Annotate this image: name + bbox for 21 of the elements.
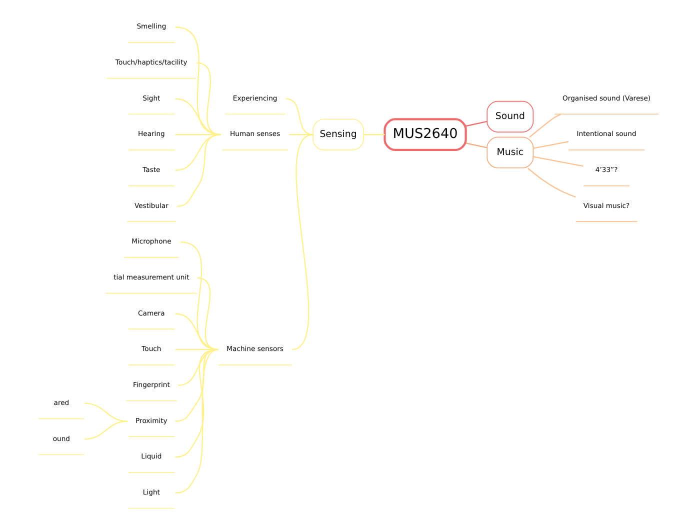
connector bbox=[289, 134, 314, 136]
connector bbox=[175, 134, 222, 172]
connector bbox=[533, 141, 569, 149]
connector bbox=[286, 98, 314, 136]
node-box: Music bbox=[486, 136, 534, 168]
connector bbox=[363, 134, 385, 136]
connector bbox=[529, 114, 562, 138]
connector bbox=[533, 156, 584, 167]
connector bbox=[84, 420, 128, 440]
node-box: Sensing bbox=[312, 118, 364, 150]
connector bbox=[292, 134, 314, 350]
node-box: Sound bbox=[486, 100, 534, 132]
connector bbox=[466, 142, 488, 148]
connector bbox=[175, 349, 219, 494]
connector bbox=[527, 168, 576, 198]
connector bbox=[84, 402, 128, 422]
connector bbox=[466, 120, 488, 127]
connector bbox=[175, 313, 218, 350]
node-box: MUS2640 bbox=[384, 118, 467, 152]
connector bbox=[177, 134, 222, 207]
connector bbox=[175, 348, 218, 458]
